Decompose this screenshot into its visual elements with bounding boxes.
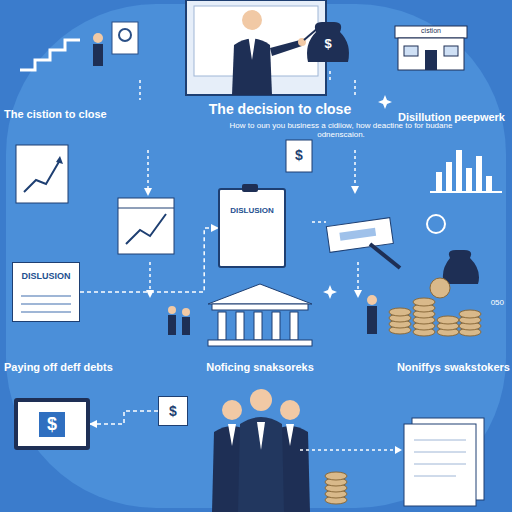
currency-symbol: $ xyxy=(289,147,309,163)
step-heading: Disillution peepwerk xyxy=(398,111,510,124)
clipboard-clip xyxy=(242,184,258,192)
text-line-mark xyxy=(21,303,71,305)
node-text: $ xyxy=(39,412,65,437)
step-heading: The cistion to close xyxy=(4,108,128,121)
node-text: $ xyxy=(169,403,177,419)
card-node: $ xyxy=(158,396,188,426)
monitor-node: $ xyxy=(14,398,90,450)
subtitle: How to oun you business a cidiiow, how d… xyxy=(206,121,476,139)
dashed-arrow xyxy=(90,411,158,424)
text-line-mark xyxy=(21,295,71,297)
document-node: DISLUSION xyxy=(12,262,80,322)
step-heading: Paying off deff debts xyxy=(4,361,144,374)
clipboard-node: DISLUSION xyxy=(218,188,286,268)
dashed-arrow xyxy=(80,228,218,292)
title: The decision to close xyxy=(190,101,370,117)
step-heading: Noficing snaksoreks xyxy=(180,361,340,374)
node-text: DISLUSION xyxy=(220,190,284,215)
node-text: DISLUSION xyxy=(13,263,79,281)
coin-value: 050 xyxy=(474,298,504,307)
sign-text: cistion xyxy=(398,27,464,35)
currency-symbol: $ xyxy=(320,37,336,52)
step-heading: Noniffys swakstokers xyxy=(372,361,510,374)
text-line-mark xyxy=(21,311,71,313)
